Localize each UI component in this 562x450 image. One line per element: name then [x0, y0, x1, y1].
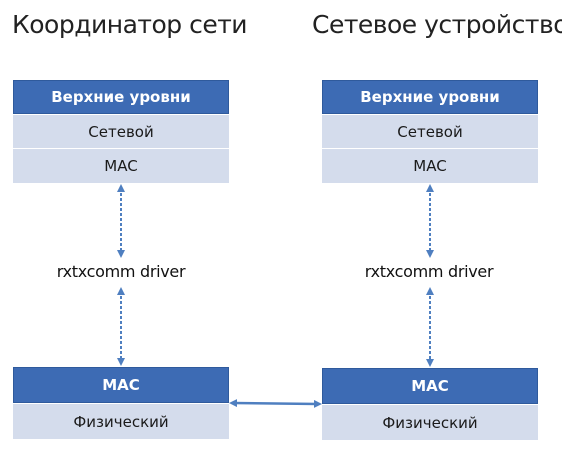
right-physical-layer: Физический: [322, 404, 538, 440]
network-device-title: Сетевое устройство: [312, 10, 562, 39]
right-mac-layer: MAC: [322, 148, 538, 183]
right-upper-layers-layer: Верхние уровни: [322, 80, 538, 114]
right-mac-bottom-layer: MAC: [322, 368, 538, 404]
left-upper-layers-layer: Верхние уровни: [13, 80, 229, 114]
left-network-layer: Сетевой: [13, 114, 229, 148]
left-mac-layer: MAC: [13, 148, 229, 183]
left-driver-label: rxtxcomm driver: [56, 262, 186, 281]
right-driver-label: rxtxcomm driver: [364, 262, 494, 281]
physical-link-arrow: [229, 399, 322, 408]
left-mac-bottom-layer: MAC: [13, 367, 229, 403]
left-physical-layer: Физический: [13, 403, 229, 439]
coordinator-title: Координатор сети: [12, 10, 248, 39]
right-network-layer: Сетевой: [322, 114, 538, 148]
